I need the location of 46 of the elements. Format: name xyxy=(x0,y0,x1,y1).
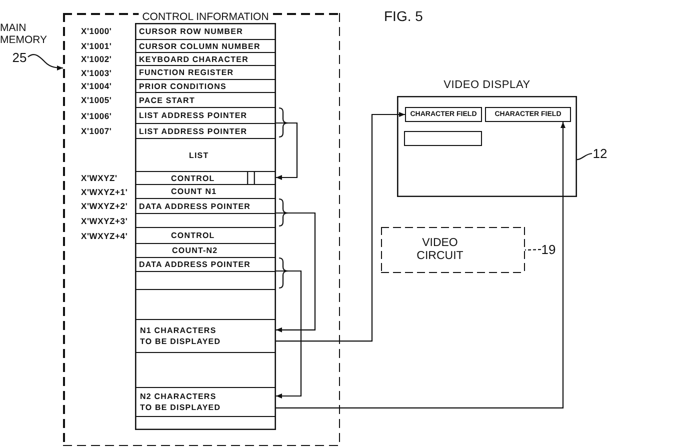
leader-line xyxy=(524,248,542,251)
figure-label: FIG. 5 xyxy=(384,8,423,24)
row-label: FUNCTION REGISTER xyxy=(139,67,234,78)
address-label: X'1005' xyxy=(81,95,112,105)
connector-arrow xyxy=(276,270,302,398)
address-label: X'WXYZ' xyxy=(81,173,118,183)
row-label: PRIOR CONDITIONS xyxy=(139,80,226,92)
row-label: LIST ADDRESS POINTER xyxy=(139,110,248,121)
reference-numeral: 25 xyxy=(11,50,28,64)
address-label: X'1003' xyxy=(81,68,112,78)
row-label: CONTROL xyxy=(171,172,215,184)
row-label: DATA ADDRESS POINTER xyxy=(139,259,251,270)
address-label: X'1000' xyxy=(81,26,112,36)
row-label: LIST ADDRESS POINTER xyxy=(139,126,248,136)
connector-arrow xyxy=(276,122,566,408)
row-label: KEYBOARD CHARACTER xyxy=(139,54,248,64)
circuit-block: VIDEO CIRCUIT xyxy=(381,227,525,273)
row-label: PACE START xyxy=(139,94,195,106)
region-title: MAIN MEMORY xyxy=(0,22,48,46)
address-label: X'WXYZ+2' xyxy=(81,201,128,211)
address-label: X'WXYZ+1' xyxy=(81,186,128,196)
row-label: CONTROL xyxy=(171,230,215,241)
row-label: CURSOR COLUMN NUMBER xyxy=(139,40,260,52)
address-label: X'1001' xyxy=(81,41,112,51)
row-label: COUNT N1 xyxy=(171,186,217,197)
row-label: N1 CHARACTERS TO BE DISPLAYED xyxy=(140,325,222,347)
row-label: LIST xyxy=(189,150,209,160)
row-label: N2 CHARACTERS TO BE DISPLAYED xyxy=(140,391,222,413)
connector-arrow xyxy=(276,122,298,180)
reference-numeral: 19 xyxy=(541,242,556,257)
address-label: X'1002' xyxy=(81,54,112,64)
address-label: X'WXYZ+3' xyxy=(81,216,128,226)
blank-field xyxy=(404,131,482,146)
address-label: X'1004' xyxy=(81,81,112,91)
connector-arrow xyxy=(276,112,405,342)
display-title: VIDEO DISPLAY xyxy=(444,79,530,92)
leader-line xyxy=(576,152,592,160)
connector-arrow xyxy=(276,212,316,332)
row-label: COUNT-N2 xyxy=(172,245,218,256)
address-label: X'WXYZ+4' xyxy=(81,230,128,240)
row-label: DATA ADDRESS POINTER xyxy=(139,200,251,212)
row-label: CURSOR ROW NUMBER xyxy=(139,26,243,36)
address-label: X'1006' xyxy=(81,110,112,120)
leader-arrow xyxy=(28,54,63,70)
reference-numeral: 12 xyxy=(592,146,608,161)
address-label: X'1007' xyxy=(81,126,112,136)
